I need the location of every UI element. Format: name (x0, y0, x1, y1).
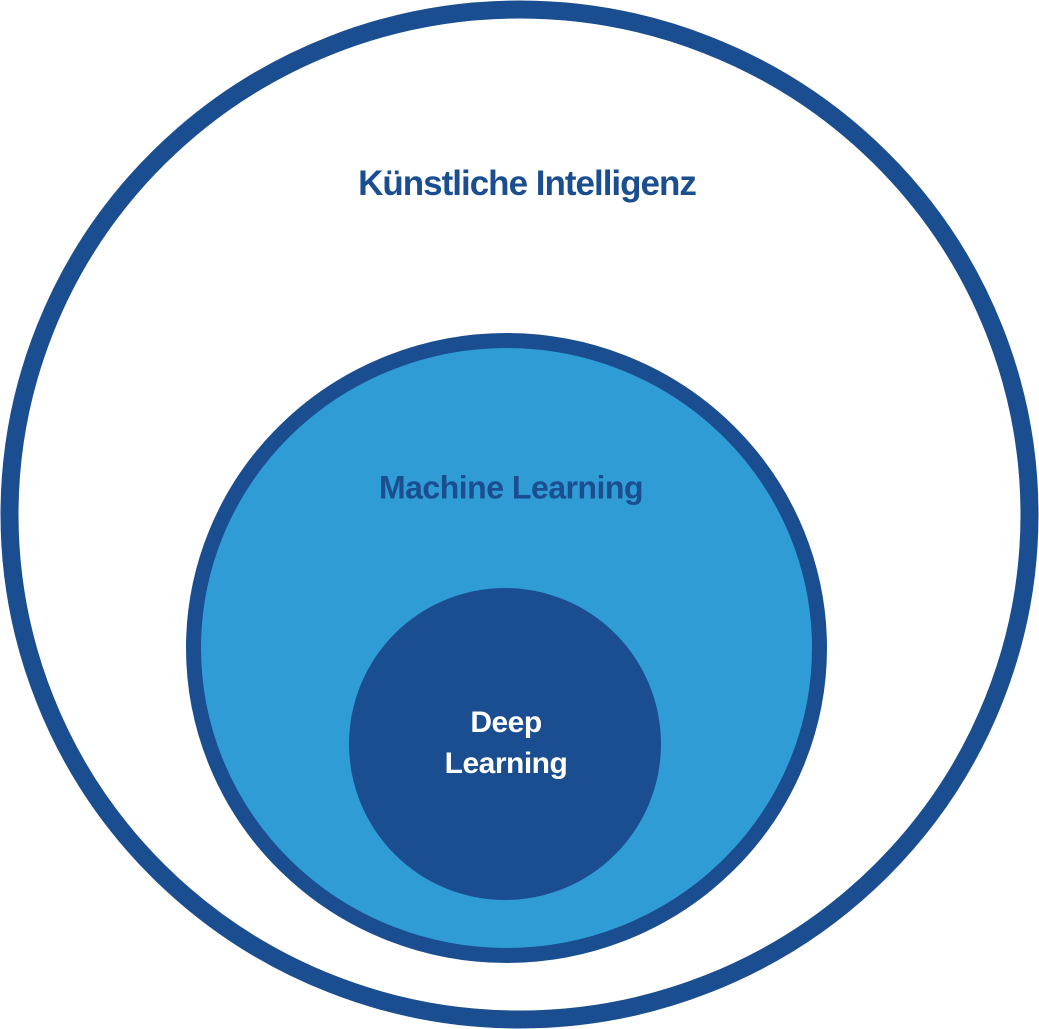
dl-circle (349, 588, 661, 900)
dl-label: Deep Learning (445, 702, 568, 784)
dl-label-line-1: Deep (470, 706, 542, 739)
ai-label: Künstliche Intelligenz (358, 164, 697, 203)
ml-label: Machine Learning (378, 469, 644, 506)
dl-label-line-2: Learning (444, 747, 568, 780)
